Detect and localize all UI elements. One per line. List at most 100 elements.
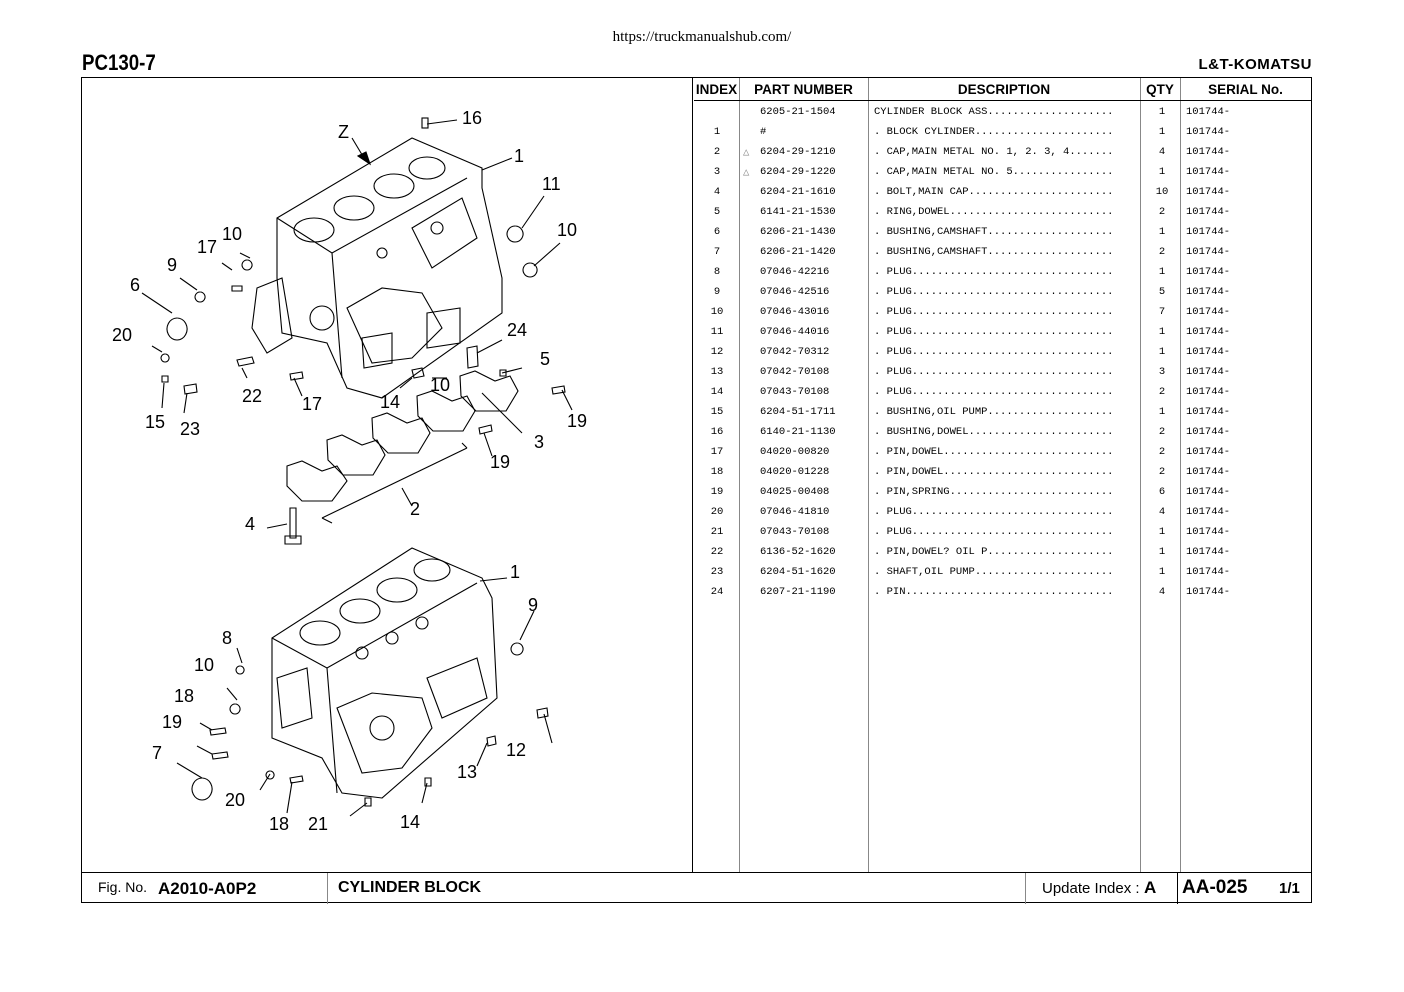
callout-21-bottom: 21 (308, 814, 328, 834)
row-description: . PLUG................................ (874, 286, 1114, 298)
callout-10c: 10 (430, 375, 450, 395)
row-serial: 101744- (1186, 166, 1231, 178)
callout-1-bottom: 1 (510, 562, 520, 582)
row-qty: 1 (1158, 346, 1166, 358)
change-mark-icon: △ (743, 147, 750, 159)
row-description: . PLUG................................ (874, 346, 1114, 358)
row-serial: 101744- (1186, 506, 1231, 518)
row-part-number: 6136-52-1620 (760, 546, 836, 558)
row-serial: 101744- (1186, 546, 1231, 558)
exploded-diagram: 16 1 11 10 Z 17 10 9 6 20 24 5 22 17 14 … (82, 78, 693, 872)
fig-title: CYLINDER BLOCK (338, 879, 482, 896)
row-part-number: # (760, 126, 767, 138)
fig-number: A2010-A0P2 (158, 879, 257, 898)
row-qty: 4 (1158, 586, 1166, 598)
row-part-number: 6205-21-1504 (760, 106, 836, 118)
row-part-number: 07046-43016 (760, 306, 830, 318)
fig-label: Fig. No. (98, 879, 148, 895)
row-serial: 101744- (1186, 466, 1231, 478)
row-index: 16 (710, 426, 724, 438)
row-description: . PIN,DOWEL........................... (874, 466, 1114, 478)
row-qty: 1 (1158, 326, 1166, 338)
row-index: 19 (710, 486, 724, 498)
callout-24: 24 (507, 320, 527, 340)
row-description: . PIN,DOWEL? OIL P.................... (874, 546, 1114, 558)
callout-10b: 10 (222, 224, 242, 244)
callout-10: 10 (557, 220, 577, 240)
callout-19: 19 (567, 411, 587, 431)
row-serial: 101744- (1186, 126, 1231, 138)
col-serial: SERIAL No. (1208, 82, 1283, 97)
row-index: 2 (713, 146, 721, 158)
row-qty: 2 (1158, 446, 1166, 458)
table-row: 3△6204-29-1220. CAP,MAIN METAL NO. 5....… (694, 162, 1311, 182)
model-title: PC130-7 (82, 50, 156, 75)
row-part-number: 6204-21-1610 (760, 186, 836, 198)
source-url[interactable]: https://truckmanualshub.com/ (612, 29, 792, 45)
row-qty: 1 (1158, 546, 1166, 558)
row-description: . BUSHING,OIL PUMP.................... (874, 406, 1114, 418)
callout-6: 6 (130, 275, 140, 295)
row-part-number: 04020-01228 (760, 466, 830, 478)
row-description: . BUSHING,CAMSHAFT.................... (874, 226, 1114, 238)
callout-9: 9 (167, 255, 177, 275)
table-row: 22 6136-52-1620 . PIN,DOWEL? OIL P........… (694, 542, 1311, 562)
row-qty: 1 (1158, 106, 1166, 118)
row-qty: 4 (1158, 506, 1166, 518)
row-serial: 101744- (1186, 426, 1231, 438)
row-description: . BLOCK CYLINDER...................... (874, 126, 1114, 138)
row-index: 6 (713, 226, 721, 238)
callout-17: 17 (197, 237, 217, 257)
row-qty: 1 (1158, 226, 1166, 238)
update-index-label: Update Index : (1042, 880, 1140, 897)
row-serial: 101744- (1186, 326, 1231, 338)
row-index: 12 (710, 346, 724, 358)
col-index: INDEX (695, 82, 738, 97)
row-qty: 1 (1158, 126, 1166, 138)
row-part-number: 6204-29-1220 (760, 166, 836, 178)
table-header: INDEX PART NUMBER DESCRIPTION QTY SERIAL… (694, 78, 1311, 101)
callout-15: 15 (145, 412, 165, 432)
row-index: 23 (710, 566, 724, 578)
row-qty: 1 (1158, 266, 1166, 278)
row-description: . PIN................................. (874, 586, 1114, 598)
page-number: 1/1 (1279, 880, 1300, 897)
change-mark-icon: △ (743, 167, 750, 179)
row-description: . BUSHING,DOWEL....................... (874, 426, 1114, 438)
row-index: 20 (710, 506, 724, 518)
parts-sheet: 16 1 11 10 Z 17 10 9 6 20 24 5 22 17 14 … (81, 77, 1312, 904)
update-index-value: A (1144, 878, 1157, 897)
row-part-number: 04020-00820 (760, 446, 830, 458)
row-qty: 5 (1158, 286, 1166, 298)
row-serial: 101744- (1186, 446, 1231, 458)
row-part-number: 07046-44016 (760, 326, 830, 338)
row-serial: 101744- (1186, 286, 1231, 298)
callout-z: Z (338, 122, 349, 142)
row-qty: 4 (1158, 146, 1166, 158)
row-serial: 101744- (1186, 406, 1231, 418)
row-qty: 1 (1158, 406, 1166, 418)
row-description: . RING,DOWEL.......................... (874, 206, 1114, 218)
callout-19-bottom: 19 (162, 712, 182, 732)
row-description: . PLUG................................ (874, 266, 1114, 278)
footer: Fig. No. A2010-A0P2 CYLINDER BLOCK Updat… (82, 872, 1311, 904)
row-description: . PLUG................................ (874, 326, 1114, 338)
callout-5: 5 (540, 349, 550, 369)
callout-18-bottom: 18 (174, 686, 194, 706)
row-serial: 101744- (1186, 526, 1231, 538)
row-description: . PIN,DOWEL........................... (874, 446, 1114, 458)
row-part-number: 04025-00408 (760, 486, 830, 498)
row-index: 22 (710, 546, 724, 558)
callout-1: 1 (514, 146, 524, 166)
row-index: 15 (710, 406, 724, 418)
